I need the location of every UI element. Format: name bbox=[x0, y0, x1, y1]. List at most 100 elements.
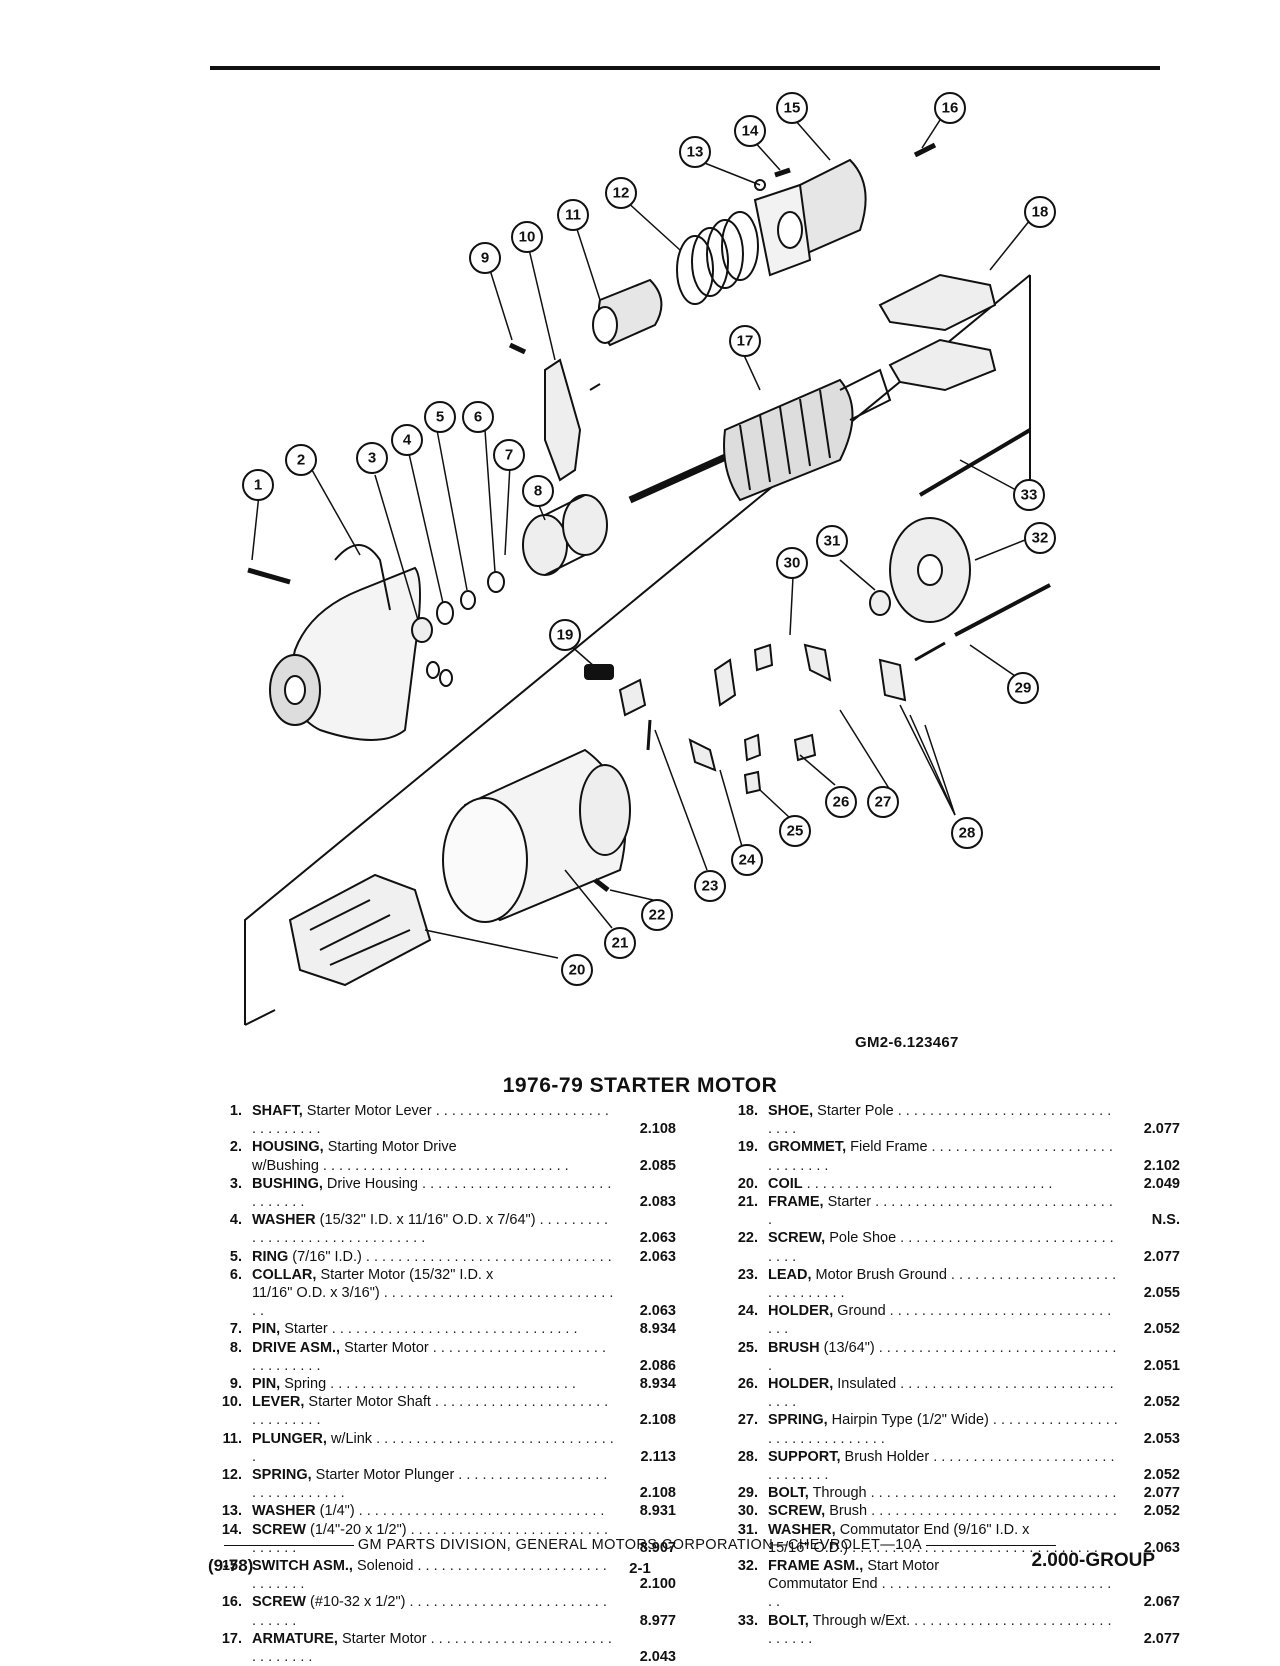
footer-rule-left bbox=[223, 1544, 354, 1546]
part-name: SUPPORT, bbox=[768, 1448, 841, 1465]
part-description: LEVER, Starter Motor Shaft . . . . . . .… bbox=[252, 1393, 614, 1429]
part-group-number: 2.052 bbox=[1143, 1394, 1180, 1411]
part-number: 25. bbox=[737, 1339, 758, 1356]
parts-row: 28.SUPPORT, Brush Holder . . . . . . . .… bbox=[722, 1448, 1180, 1484]
footer-page-number: 2-1 bbox=[629, 1560, 651, 1577]
part-detail: Starter Motor bbox=[340, 1339, 429, 1356]
part-description: FRAME, Starter . . . . . . . . . . . . .… bbox=[768, 1193, 1118, 1229]
part-detail: Starter bbox=[823, 1194, 872, 1211]
parts-row: 6.COLLAR, Starter Motor (15/32" I.D. x 1… bbox=[206, 1266, 676, 1321]
part-group-number: 2.052 bbox=[1143, 1503, 1180, 1520]
part-description: ARMATURE, Starter Motor . . . . . . . . … bbox=[252, 1630, 614, 1666]
part-group-number: 2.100 bbox=[639, 1576, 676, 1593]
part-number: 11. bbox=[222, 1430, 242, 1447]
part-detail: (#10-32 x 1/2") bbox=[305, 1594, 406, 1611]
part-detail: (1/4") bbox=[315, 1503, 355, 1520]
part-detail: Through w/Ext. bbox=[808, 1612, 911, 1629]
part-detail: Field Frame bbox=[846, 1139, 928, 1156]
part-group-number: 2.085 bbox=[639, 1157, 676, 1174]
leader-dots: . . . . . . . . . . . . . . . . . . . . … bbox=[252, 1285, 614, 1320]
part-group-number: 2.108 bbox=[639, 1121, 676, 1138]
leader-dots: . . . . . . . . . . . . . . . . . . . . … bbox=[768, 1194, 1113, 1229]
callout-33: 33 bbox=[1021, 487, 1038, 504]
part-detail: Starter Motor Lever bbox=[302, 1103, 432, 1119]
callout-1: 1 bbox=[254, 477, 262, 494]
callout-18: 18 bbox=[1032, 204, 1049, 221]
part-detail: (13/64") bbox=[819, 1339, 875, 1356]
footer-group: 2.000-GROUP bbox=[1031, 1550, 1155, 1571]
part-name: PLUNGER, bbox=[252, 1430, 327, 1447]
parts-row: 14.SCREW (1/4"-20 x 1/2") . . . . . . . … bbox=[206, 1521, 676, 1557]
part-name: BOLT, bbox=[768, 1612, 809, 1629]
part-description: PIN, Starter . . . . . . . . . . . . . .… bbox=[252, 1320, 614, 1338]
leader-dots: . . . . . . . . . . . . . . . . . . . . … bbox=[768, 1376, 1114, 1411]
part-name: ARMATURE, bbox=[252, 1630, 338, 1647]
part-number: 24. bbox=[737, 1303, 758, 1320]
parts-row: 27.SPRING, Hairpin Type (1/2" Wide) . . … bbox=[722, 1411, 1180, 1447]
part-number: 16. bbox=[221, 1594, 242, 1611]
part-group-number: 8.907 bbox=[639, 1539, 676, 1556]
part-detail: Through bbox=[808, 1485, 867, 1502]
part-name: SPRING, bbox=[768, 1412, 828, 1429]
part-group-number: 2.086 bbox=[639, 1357, 676, 1374]
leader-dots: . . . . . . . . . . . . . . . . . . . . … bbox=[252, 1103, 609, 1138]
part-number: 13. bbox=[221, 1503, 242, 1520]
part-number: 30. bbox=[737, 1503, 758, 1520]
part-description: RING (7/16" I.D.) . . . . . . . . . . . … bbox=[252, 1248, 614, 1266]
leader-dots: . . . . . . . . . . . . . . . . . . . . … bbox=[361, 1248, 612, 1265]
leader-dots: . . . . . . . . . . . . . . . . . . . . … bbox=[866, 1485, 1117, 1502]
callout-26: 26 bbox=[833, 794, 850, 811]
part-detail: Drive Housing bbox=[322, 1175, 418, 1192]
part-name: SHAFT, bbox=[252, 1103, 303, 1119]
callout-4: 4 bbox=[403, 432, 412, 449]
part-name: WASHER bbox=[252, 1503, 316, 1520]
leader-dots: . . . . . . . . . . . . . . . . . . . . … bbox=[768, 1230, 1114, 1265]
part-group-number: 2.077 bbox=[1143, 1485, 1180, 1502]
part-description: SWITCH ASM., Solenoid . . . . . . . . . … bbox=[252, 1557, 614, 1593]
diagram-reference-code: GM2-6.123467 bbox=[855, 1034, 959, 1051]
part-name: SPRING, bbox=[252, 1467, 312, 1484]
part-description: BUSHING, Drive Housing . . . . . . . . .… bbox=[252, 1175, 614, 1211]
leader-dots: . . . . . . . . . . . . . . . . . . . . … bbox=[802, 1175, 1053, 1192]
part-group-number: 2.077 bbox=[1143, 1630, 1180, 1647]
part-group-number: 2.043 bbox=[639, 1649, 676, 1666]
callout-27: 27 bbox=[875, 794, 892, 811]
parts-row: 13. WASHER (1/4") . . . . . . . . . . . .… bbox=[206, 1502, 676, 1520]
part-group-number: N.S. bbox=[1151, 1212, 1180, 1229]
part-group-number: 2.063 bbox=[1143, 1539, 1180, 1556]
part-number: 15. bbox=[221, 1558, 242, 1575]
part-detail: w/Link bbox=[326, 1430, 373, 1447]
part-name: SWITCH ASM., bbox=[252, 1558, 353, 1575]
part-description: BRUSH (13/64") . . . . . . . . . . . . .… bbox=[768, 1339, 1118, 1375]
part-group-number: 2.063 bbox=[639, 1248, 676, 1265]
part-number: 9. bbox=[229, 1376, 242, 1393]
callout-30: 30 bbox=[784, 555, 801, 572]
part-name: RING bbox=[252, 1248, 289, 1265]
part-detail: Start Motor Commutator End bbox=[768, 1558, 940, 1593]
part-description: SCREW (#10-32 x 1/2") . . . . . . . . . … bbox=[252, 1593, 614, 1629]
part-detail: Motor Brush Ground bbox=[811, 1266, 947, 1283]
leader-dots: . . . . . . . . . . . . . . . . . . . . … bbox=[252, 1430, 614, 1465]
part-description: WASHER (1/4") . . . . . . . . . . . . . … bbox=[252, 1502, 614, 1520]
part-description: WASHER (15/32" I.D. x 11/16" O.D. x 7/64… bbox=[252, 1211, 614, 1247]
part-group-number: 8.934 bbox=[639, 1321, 676, 1338]
callout-31: 31 bbox=[824, 533, 841, 550]
part-number: 33. bbox=[737, 1612, 758, 1629]
part-number: 19. bbox=[737, 1139, 758, 1156]
part-number: 21. bbox=[737, 1194, 758, 1211]
part-description: GROMMET, Field Frame . . . . . . . . . .… bbox=[768, 1138, 1118, 1174]
callout-3: 3 bbox=[368, 450, 376, 467]
part-name: PIN, bbox=[252, 1321, 281, 1338]
part-number: 10. bbox=[221, 1394, 242, 1411]
callout-28: 28 bbox=[959, 825, 976, 842]
part-group-number: 2.077 bbox=[1143, 1248, 1180, 1265]
parts-list-right: 18.SHOE, Starter Pole . . . . . . . . . … bbox=[722, 1102, 1180, 1648]
callout-19: 19 bbox=[557, 627, 574, 644]
part-detail: Insulated bbox=[833, 1376, 897, 1393]
part-group-number: 8.977 bbox=[639, 1612, 676, 1629]
part-detail: Pole Shoe bbox=[825, 1230, 897, 1247]
part-name: BRUSH bbox=[768, 1339, 820, 1356]
callout-11: 11 bbox=[565, 207, 581, 224]
parts-row: 20.COIL . . . . . . . . . . . . . . . . … bbox=[722, 1175, 1180, 1193]
parts-row: 1.SHAFT, Starter Motor Lever . . . . . .… bbox=[206, 1102, 676, 1138]
